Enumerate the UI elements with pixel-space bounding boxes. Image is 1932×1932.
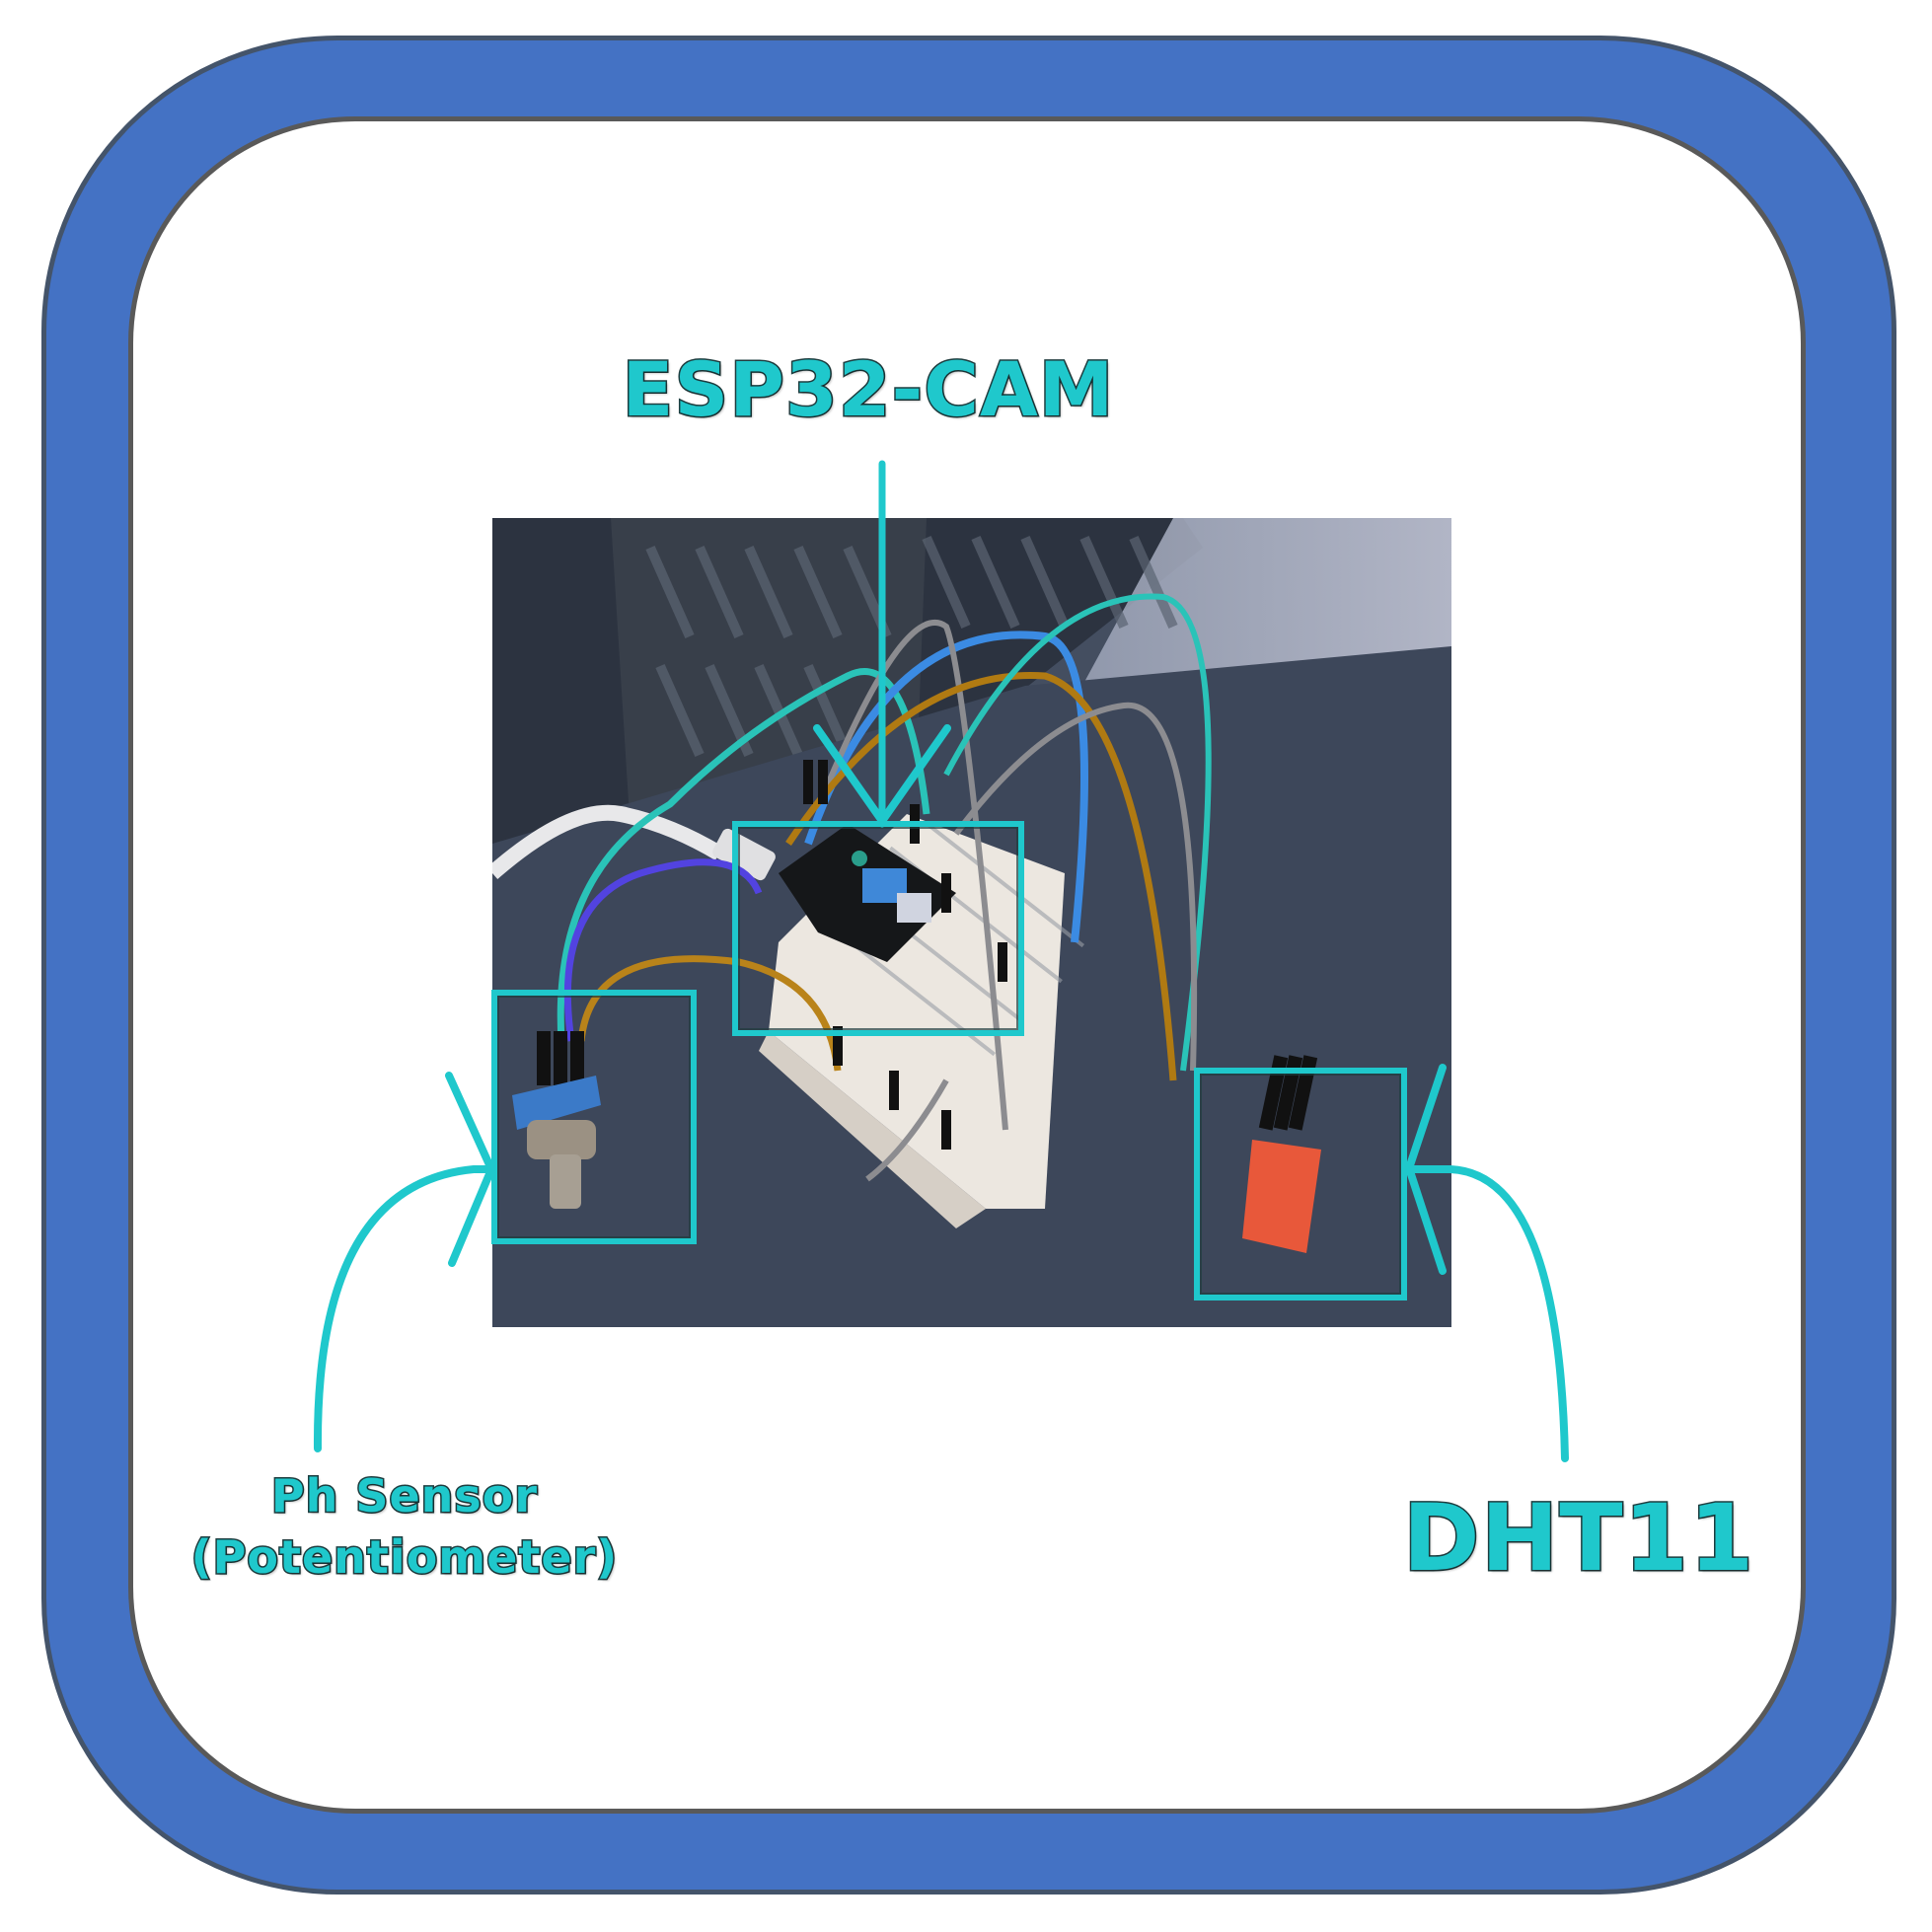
circuit-photo-illustration	[492, 518, 1451, 1327]
dht11-label: DHT11	[1401, 1484, 1755, 1595]
esp32-cam-label: ESP32-CAM	[621, 344, 1115, 435]
circuit-photo	[492, 518, 1451, 1327]
ph-sensor-label: Ph Sensor (Potentiometer)	[148, 1465, 661, 1588]
ph-sensor-label-line2: (Potentiometer)	[189, 1529, 619, 1586]
ph-sensor-label-line1: Ph Sensor	[269, 1468, 539, 1524]
